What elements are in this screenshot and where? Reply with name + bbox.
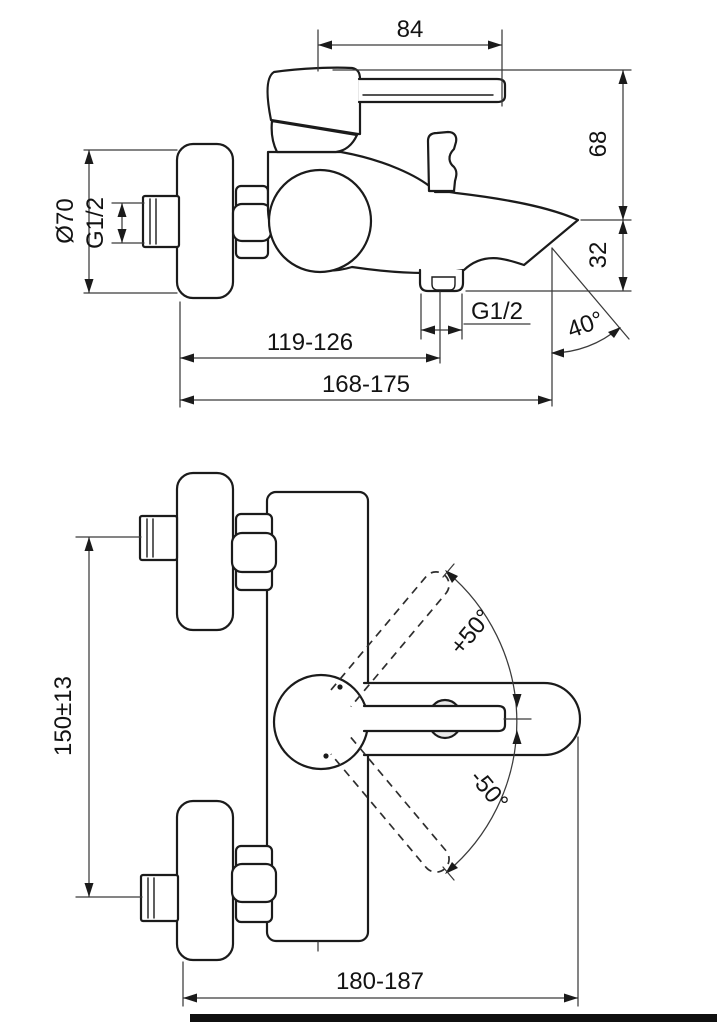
handle-hub-circle — [272, 673, 370, 771]
cartridge-circle — [267, 168, 373, 274]
union-nut-facet-top — [230, 531, 278, 574]
dimension-escutcheon-diameter: Ø70 — [52, 149, 178, 294]
dim-168-175-label: 168-175 — [322, 371, 410, 398]
dim-150-label: 150±13 — [50, 676, 77, 756]
inlet-nipple-front-top — [138, 514, 179, 562]
dimension-handle-length: 84 — [317, 16, 503, 107]
dim-g12-outlet-label: G1/2 — [471, 298, 523, 325]
dim-g12-inlet-label: G1/2 — [82, 197, 109, 249]
dimension-inlet-thread: G1/2 — [82, 197, 145, 249]
inlet-nipple-front-bottom — [139, 873, 180, 923]
dimension-wall-to-spout: 168-175 — [179, 247, 553, 407]
wall-escutcheon-front-top — [175, 471, 235, 632]
dimension-wall-to-outlet: 119-126 — [179, 301, 441, 408]
handle-cap — [266, 66, 362, 136]
hub-dot-upper — [337, 684, 343, 690]
nipple-thread-lines — [149, 198, 157, 245]
dim-d70-label: Ø70 — [52, 198, 79, 243]
dim-plus50-label: +50° — [445, 604, 498, 660]
lever-swing-arc — [442, 563, 518, 881]
side-view: 84 68 32 Ø70 G1/2 — [52, 16, 632, 408]
page-border-fragment — [190, 1014, 717, 1022]
handle-lever-front — [362, 704, 507, 733]
wall-escutcheon-front-bottom — [175, 799, 235, 962]
dim-32-label: 32 — [585, 242, 612, 269]
nipple-thread-lines-bottom — [147, 877, 155, 919]
shower-outlet-flange — [418, 268, 465, 293]
shower-outlet-nozzle — [431, 276, 456, 291]
dim-180-187-label: 180-187 — [336, 968, 424, 995]
dimension-overall-depth: 180-187 — [182, 736, 579, 1007]
hub-dot-lower — [323, 753, 329, 759]
union-nut-facet — [231, 202, 273, 243]
dim-68-label: 68 — [585, 131, 612, 158]
dim-84-label: 84 — [397, 16, 424, 43]
dim-119-126-label: 119-126 — [267, 329, 353, 356]
dimension-inlet-centres: 150±13 — [50, 536, 143, 898]
dim-minus50-label: -50° — [464, 765, 513, 816]
union-nut-facet-bottom — [230, 862, 278, 904]
dim-40deg-label: 40° — [564, 306, 607, 344]
inlet-nipple-side — [141, 194, 181, 249]
dimension-outlet-thread: G1/2 — [420, 291, 531, 364]
diverter-knob — [426, 130, 458, 193]
lever-tip-marker — [503, 694, 532, 744]
wall-escutcheon-side — [175, 142, 235, 300]
handle-neck — [270, 119, 359, 154]
handle-lever-side — [357, 77, 507, 104]
nipple-thread-lines-top — [146, 518, 154, 558]
dimension-heights: 68 32 — [332, 69, 632, 292]
front-view: +50° -50° 150±13 180-187 — [50, 471, 582, 1007]
